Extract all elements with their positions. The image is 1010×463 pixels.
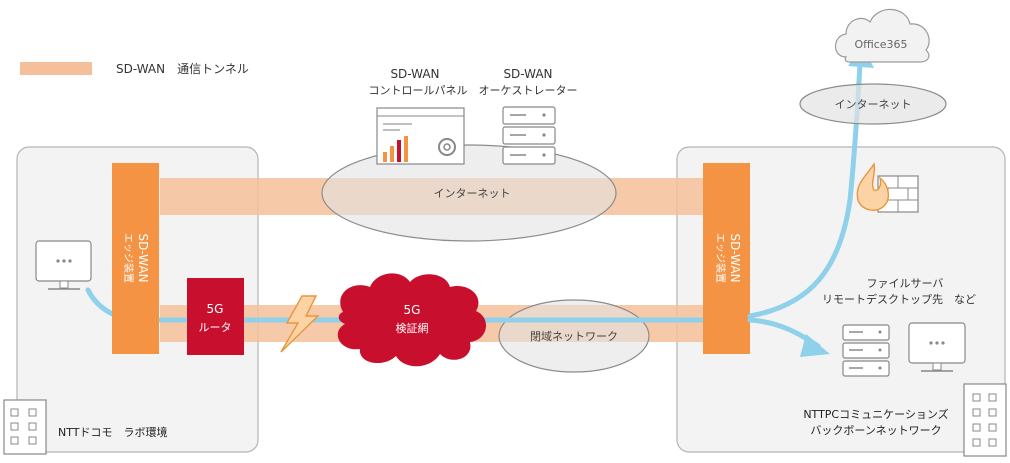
servers-caption-line2: リモートデスクトップ先 など [822, 292, 976, 306]
network-5g-line1: 5G [404, 303, 421, 317]
control-panel-line1: SD-WAN [390, 67, 439, 81]
building-icon [3, 399, 47, 455]
flow-to-servers-arrowhead [800, 334, 830, 357]
right-edge-line1: SD-WAN [728, 233, 742, 282]
legend-swatch [20, 62, 92, 75]
router-5g [187, 278, 244, 355]
right-edge-device [703, 163, 750, 354]
router-line2: ルータ [199, 321, 232, 334]
office365-label: Office365 [854, 38, 907, 51]
network-5g-line2: 検証網 [396, 321, 429, 335]
legend: SD-WAN 通信トンネル [20, 62, 249, 76]
router-line1: 5G [207, 302, 224, 316]
right-site-line1: NTTPCコミュニケーションズ [803, 407, 948, 421]
orchestrator-line2: オーケストレーター [479, 84, 578, 97]
lightning-icon [280, 295, 320, 353]
monitor-icon [908, 322, 966, 372]
left-edge-line2: エッジ装置 [122, 233, 135, 283]
right-site-line2: バックボーンネットワーク [810, 424, 941, 437]
internet-center-label: インターネット [434, 187, 511, 200]
servers-caption-line1: ファイルサーバ [867, 277, 944, 290]
monitor-icon [35, 240, 92, 290]
building-icon [963, 383, 1007, 457]
right-site-panel [676, 146, 1006, 453]
server-icon [842, 324, 890, 377]
server-icon [502, 106, 556, 165]
left-site-label: NTTドコモ ラボ環境 [58, 425, 167, 439]
dashboard-icon [376, 107, 465, 165]
left-edge-device [112, 163, 159, 354]
internet-top-right-label: インターネット [835, 98, 912, 111]
firewall-icon [856, 162, 919, 213]
internet-center-cloud [321, 144, 617, 242]
left-edge-line1: SD-WAN [136, 233, 150, 282]
internet-top-right-cloud [799, 83, 947, 125]
legend-label: SD-WAN 通信トンネル [116, 62, 249, 76]
closed-network-label: 閉域ネットワーク [530, 330, 618, 343]
orchestrator-line1: SD-WAN [503, 67, 552, 81]
right-edge-line2: エッジ装置 [714, 233, 727, 283]
cloud-icon [834, 8, 930, 63]
network-5g-cloud [337, 273, 487, 367]
control-panel-line2: コントロールパネル [369, 84, 468, 97]
